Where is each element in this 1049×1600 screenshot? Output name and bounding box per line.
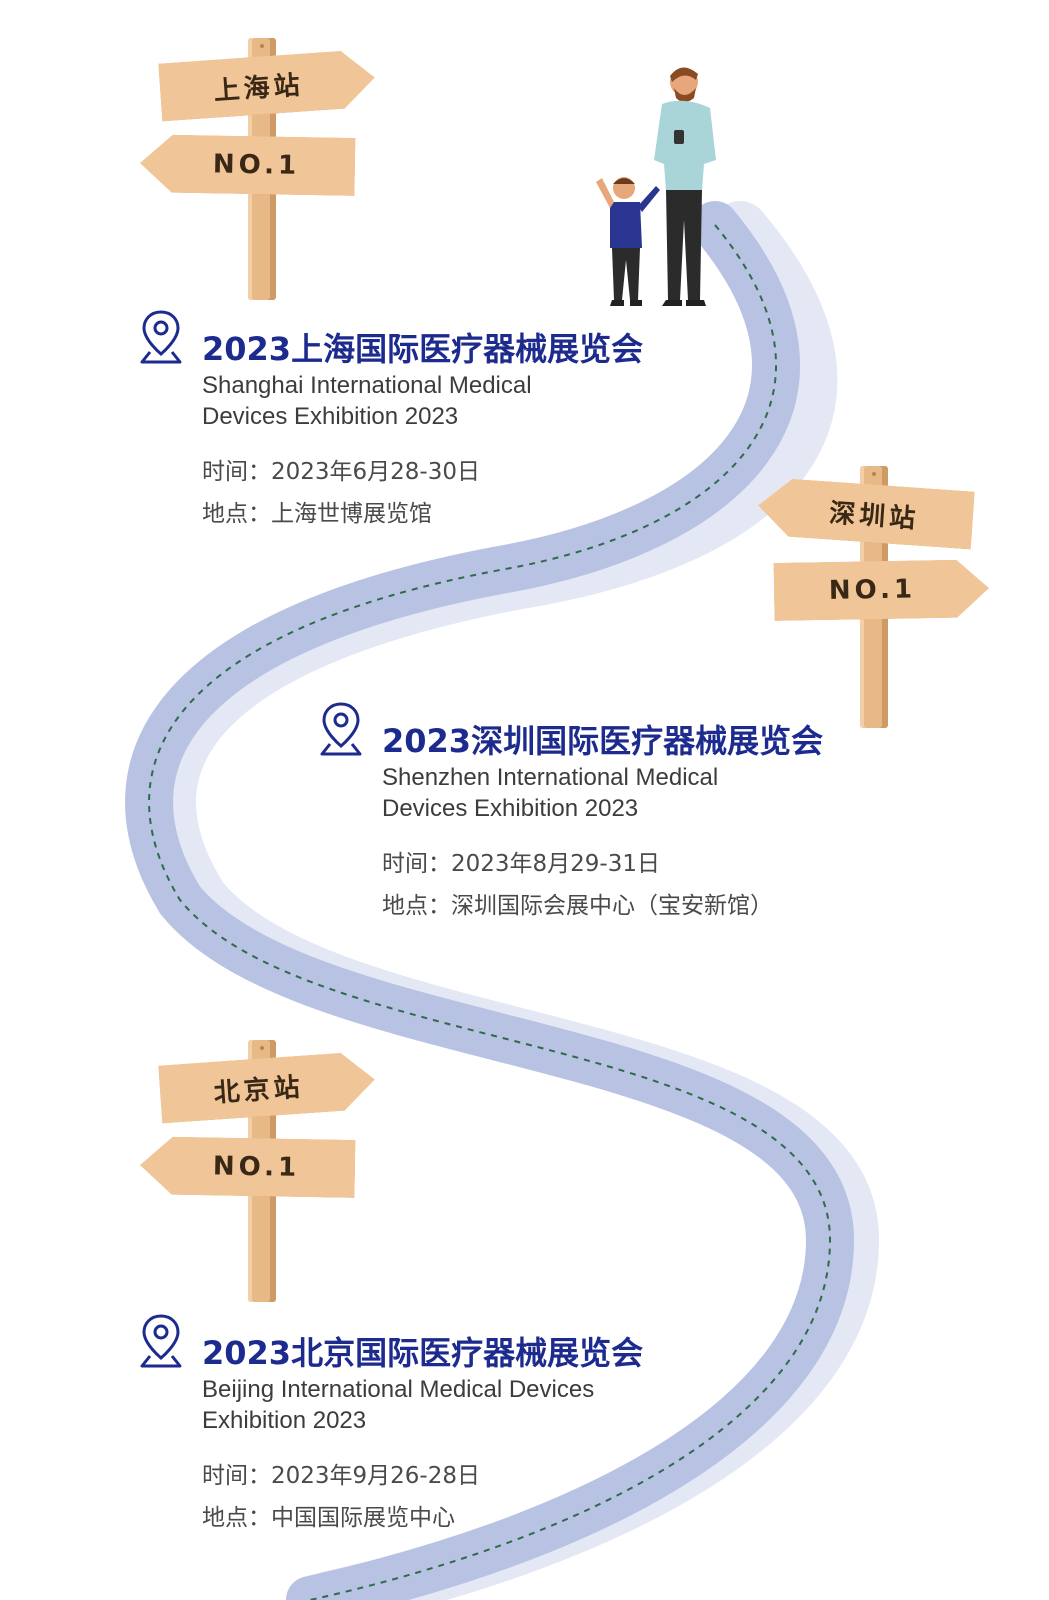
- event-time: 时间：2023年6月28-30日: [202, 452, 480, 486]
- venue-label: 地点：: [382, 893, 451, 919]
- sign-board-station: 北京站: [158, 1051, 377, 1124]
- venue-value: 深圳国际会展中心（宝安新馆）: [451, 893, 773, 919]
- event-venue: 地点：上海世博展览馆: [202, 494, 432, 528]
- event-venue: 地点：中国国际展览中心: [202, 1498, 455, 1532]
- time-label: 时间：: [382, 851, 451, 877]
- event-title: 2023上海国际医疗器械展览会: [202, 330, 644, 368]
- event-english-name: Shenzhen International Medical Devices E…: [382, 764, 719, 822]
- sign-board-number: NO.1: [140, 1136, 356, 1198]
- venue-label: 地点：: [202, 501, 271, 527]
- venue-label: 地点：: [202, 1505, 271, 1531]
- sign-board-number: NO.1: [140, 134, 356, 196]
- event-title: 2023北京国际医疗器械展览会: [202, 1334, 644, 1372]
- time-label: 时间：: [202, 1463, 271, 1489]
- road-dashes: [148, 224, 832, 1600]
- time-value: 2023年9月26-28日: [271, 1463, 480, 1489]
- father-child-illustration: [596, 67, 716, 306]
- venue-value: 中国国际展览中心: [271, 1505, 455, 1531]
- event-time: 时间：2023年8月29-31日: [382, 844, 660, 878]
- signpost-shanghai: 上海站 NO.1: [140, 38, 400, 308]
- time-value: 2023年8月29-31日: [451, 851, 660, 877]
- event-time: 时间：2023年9月26-28日: [202, 1456, 480, 1490]
- event-title: 2023深圳国际医疗器械展览会: [382, 722, 824, 760]
- sign-board-number: NO.1: [774, 559, 990, 621]
- event-english-name: Shanghai International Medical Devices E…: [202, 372, 532, 430]
- location-pin-icon: [140, 310, 182, 364]
- venue-value: 上海世博展览馆: [271, 501, 432, 527]
- sign-board-station: 上海站: [158, 49, 377, 122]
- signpost-beijing: 北京站 NO.1: [140, 1040, 400, 1310]
- time-value: 2023年6月28-30日: [271, 459, 480, 485]
- location-pin-icon: [140, 1314, 182, 1368]
- event-english-name: Beijing International Medical Devices Ex…: [202, 1376, 595, 1434]
- time-label: 时间：: [202, 459, 271, 485]
- event-venue: 地点：深圳国际会展中心（宝安新馆）: [382, 886, 773, 920]
- signpost-shenzhen: 深圳站 NO.1: [752, 466, 1012, 736]
- location-pin-icon: [320, 702, 362, 756]
- sign-board-station: 深圳站: [756, 477, 975, 550]
